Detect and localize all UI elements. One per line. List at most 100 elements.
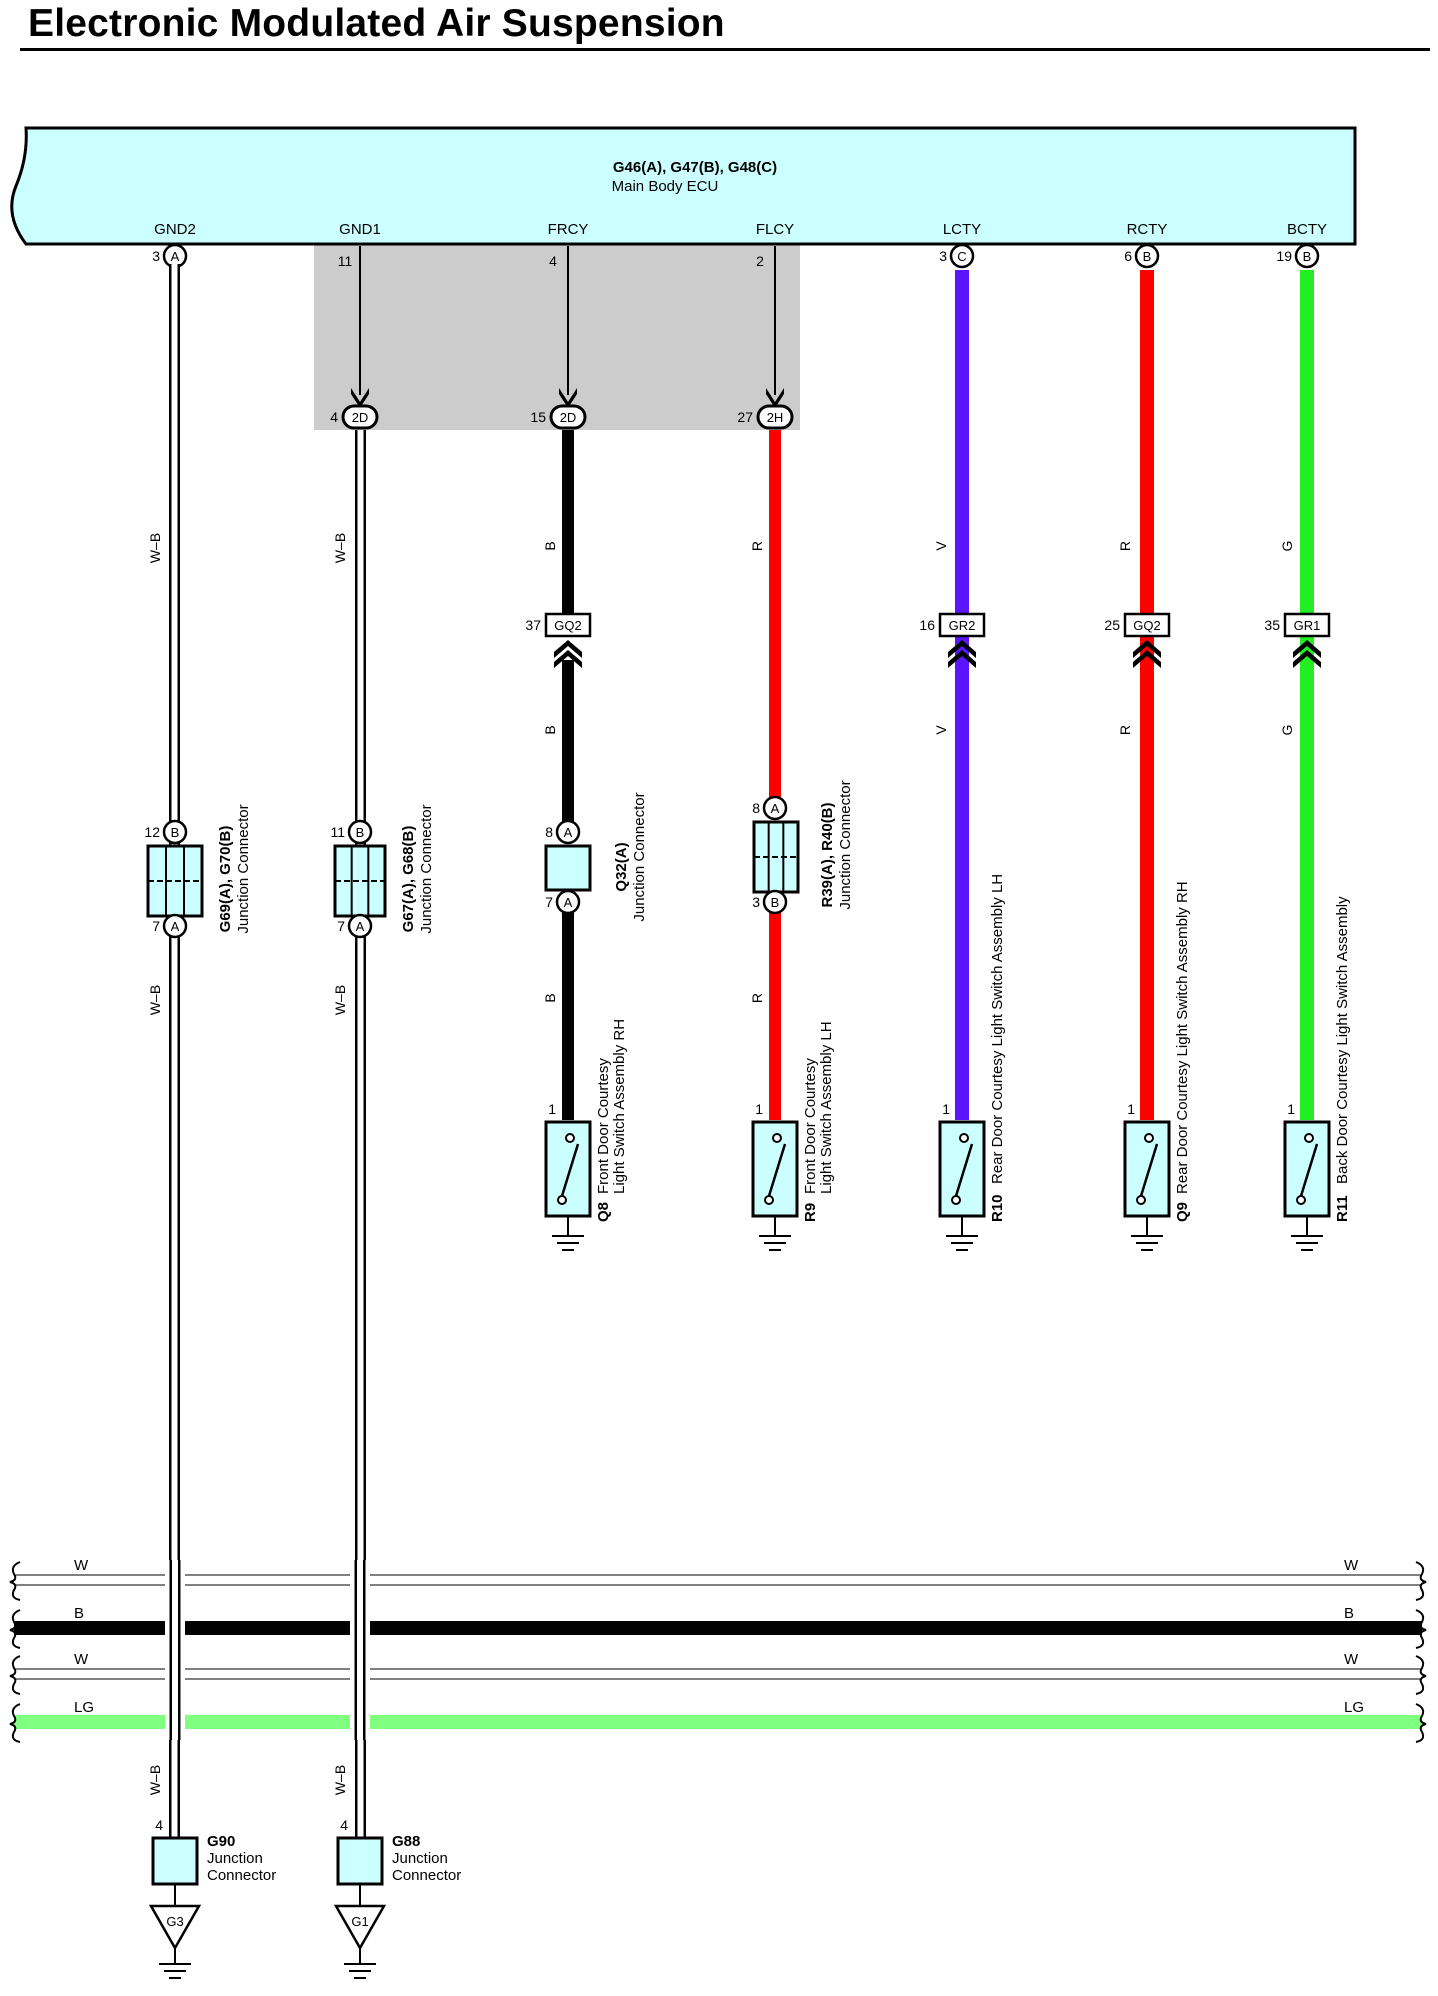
pin-conn-letter: B: [1143, 249, 1152, 264]
pin-number: 16: [919, 617, 935, 633]
bus-label: LG: [74, 1699, 94, 1716]
pin-marker: [949, 243, 975, 269]
harness-connector-code: GQ2: [1133, 618, 1160, 633]
junction-name: Junction Connector: [631, 792, 648, 921]
ecu-ref: G46(A), G47(B), G48(C): [613, 159, 777, 176]
wire-color-label: G: [1279, 541, 1295, 552]
switch-ref: R10: [989, 1194, 1006, 1222]
pin-marker: [1134, 243, 1160, 269]
pin-number: 37: [525, 617, 541, 633]
wire-gnd1: [355, 246, 366, 1844]
pin-conn-letter: B: [1303, 249, 1312, 264]
wire-color-label: R: [749, 541, 765, 551]
inline-connector: [341, 404, 379, 430]
wire-color-label: V: [933, 725, 949, 735]
pin-marker: [1294, 243, 1320, 269]
ecu-box: [10, 126, 1357, 246]
wire-color-label: W–B: [147, 1765, 163, 1795]
pin-number: 1: [1127, 1101, 1135, 1117]
ground-ref: G3: [166, 1914, 183, 1929]
pin-number: 12: [144, 824, 160, 840]
switch-name: Front Door Courtesy: [595, 1058, 612, 1194]
inline-connector-code: 2D: [560, 410, 577, 425]
pin-number: 4: [549, 253, 557, 269]
wire-color-label: W–B: [147, 985, 163, 1015]
pin-number: 8: [545, 824, 553, 840]
switch-name: Back Door Courtesy Light Switch Assembly: [1334, 896, 1351, 1184]
ecu-signal-lcty: LCTY: [943, 221, 981, 238]
switch-name: Light Switch Assembly LH: [818, 1021, 835, 1194]
pin-conn-letter: C: [957, 249, 966, 264]
pin-number: 7: [545, 894, 553, 910]
wire-color-label: B: [542, 541, 558, 550]
pin-conn-letter: B: [771, 895, 780, 910]
chevron-up-icon: [554, 650, 582, 668]
ground-ref: G1: [351, 1914, 368, 1929]
bus-label: W: [74, 1557, 89, 1574]
ground-junction-ref: G88: [392, 1833, 420, 1850]
pin-conn-letter: A: [771, 801, 780, 816]
bus-label: W: [1344, 1651, 1359, 1668]
switch-ref: R11: [1334, 1195, 1351, 1222]
pin-number: 4: [340, 1817, 348, 1833]
pin-number: 7: [337, 918, 345, 934]
pin-conn-letter: A: [171, 249, 180, 264]
ground-junction-ref: G90: [207, 1833, 235, 1850]
pin-conn-letter: B: [356, 825, 365, 840]
harness-connector: [1283, 612, 1331, 638]
pin-number: 6: [1124, 248, 1132, 264]
switch-name: Rear Door Courtesy Light Switch Assembly…: [1174, 881, 1191, 1194]
pin-number: 27: [737, 409, 753, 425]
inline-connector: [756, 404, 794, 430]
wire-color-label: W–B: [332, 533, 348, 563]
pin-number: 3: [152, 248, 160, 264]
pin-number: 15: [530, 409, 546, 425]
harness-connector: [938, 612, 986, 638]
ecu-signal-bcty: BCTY: [1287, 221, 1327, 238]
ecu-signal-frcy: FRCY: [548, 221, 589, 238]
wire-color-label: B: [542, 725, 558, 734]
switch-name: Light Switch Assembly RH: [611, 1019, 628, 1194]
chevron-up-icon: [1133, 640, 1161, 658]
ecu-signal-rcty: RCTY: [1127, 221, 1168, 238]
harness-connector: [1123, 612, 1171, 638]
page-title: Electronic Modulated Air Suspension: [28, 2, 725, 45]
wire-color-label: R: [1117, 541, 1133, 551]
ground-junction-name: Junction: [392, 1850, 448, 1867]
pin-number: 8: [752, 800, 760, 816]
pin-number: 3: [939, 248, 947, 264]
harness-connector-code: GR2: [949, 618, 976, 633]
ground-junction-name: Junction: [207, 1850, 263, 1867]
pin-conn-letter: A: [171, 919, 180, 934]
ecu-name: Main Body ECU: [612, 178, 719, 195]
switch-name: Rear Door Courtesy Light Switch Assembly…: [989, 874, 1006, 1184]
bus-label: B: [74, 1605, 84, 1622]
pin-conn-letter: A: [356, 919, 365, 934]
junction-ref: G67(A), G68(B): [400, 826, 417, 933]
wire-flcy: [769, 246, 781, 1120]
switch-name: Front Door Courtesy: [802, 1058, 819, 1194]
wire-color-label: R: [1117, 725, 1133, 735]
pin-number: 7: [152, 918, 160, 934]
junction-ref: G69(A), G70(B): [217, 826, 234, 933]
wire-color-label: W–B: [147, 533, 163, 563]
pin-number: 11: [330, 824, 345, 840]
switch-ref: R9: [802, 1203, 819, 1222]
ground-junction-name: Connector: [392, 1867, 461, 1884]
junction-name: Junction Connector: [837, 780, 854, 909]
pin-number: 3: [752, 894, 760, 910]
pin-number: 35: [1264, 617, 1280, 633]
pin-conn-letter: A: [564, 895, 573, 910]
chevron-up-icon: [1293, 640, 1321, 658]
